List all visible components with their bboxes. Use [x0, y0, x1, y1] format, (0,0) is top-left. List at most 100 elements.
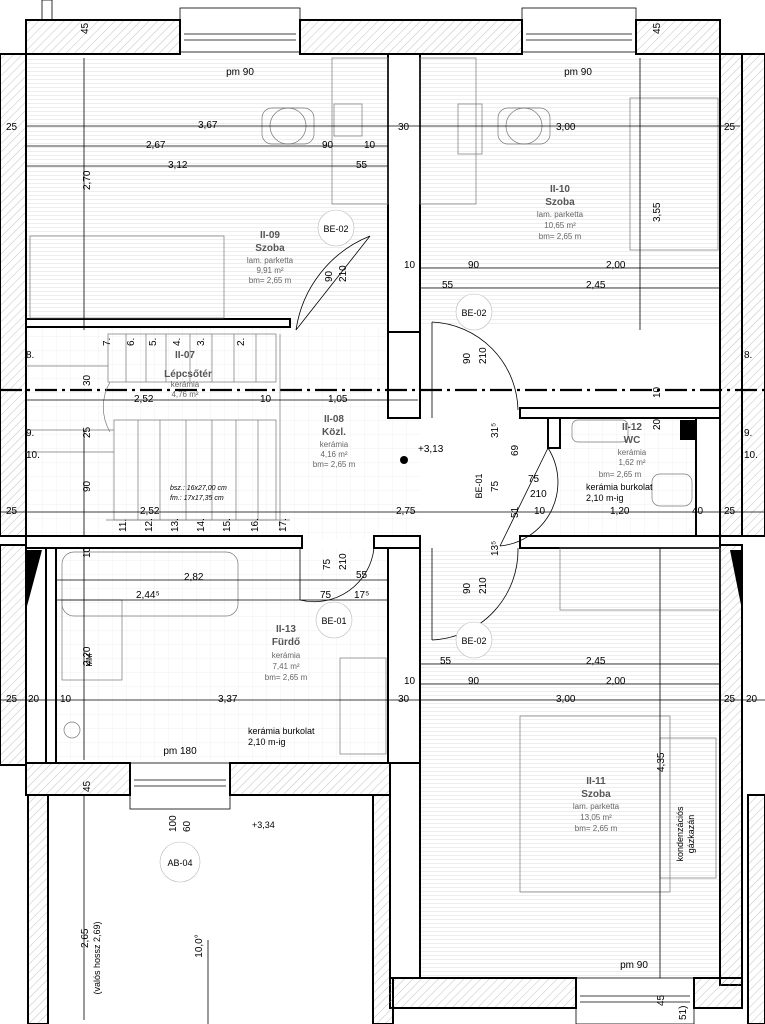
svg-text:75: 75: [528, 474, 540, 485]
svg-text:75: 75: [320, 590, 332, 601]
svg-text:10: 10: [404, 676, 416, 687]
wall-inner-v3: [389, 762, 421, 979]
svg-text:lam. parketta: lam. parketta: [247, 256, 294, 265]
wall-north-2: [299, 19, 523, 55]
svg-text:45: 45: [82, 780, 93, 792]
svg-text:3,55: 3,55: [652, 202, 663, 222]
svg-text:BE-02: BE-02: [323, 224, 348, 234]
svg-text:lam. parketta: lam. parketta: [573, 802, 620, 811]
svg-text:2,67: 2,67: [146, 140, 166, 151]
door-tag-ab04: AB-04: [159, 841, 201, 883]
room-label-II-08: II-08 Közl. kerámia 4,16 m² bm= 2,65 m: [313, 414, 356, 469]
svg-text:2,70: 2,70: [82, 170, 93, 190]
svg-text:90: 90: [324, 270, 335, 282]
bed-II-09: [29, 235, 225, 319]
window-label-3: pm 180: [163, 746, 197, 757]
room-floor-II-13: [56, 548, 388, 760]
wall-south-2: [229, 762, 391, 796]
wall-north-3: [635, 19, 721, 55]
svg-text:4.: 4.: [172, 338, 183, 346]
window-north-1: [179, 7, 301, 53]
stair-step-numbers: 7. 6. 5. 4. 3. 2. 8. 9. 10. 11. 12. 13. …: [26, 338, 758, 532]
sink-wc: [571, 419, 629, 443]
svg-text:25: 25: [724, 694, 736, 705]
svg-text:II-12: II-12: [622, 422, 642, 433]
svg-text:15.: 15.: [222, 518, 233, 532]
svg-text:3,00: 3,00: [556, 122, 576, 133]
bed-II-10: [629, 97, 719, 251]
door-II-10: [431, 321, 519, 418]
svg-text:25: 25: [724, 122, 736, 133]
door-II-11: [431, 547, 519, 641]
wall-inner-v1b: [387, 331, 421, 419]
room-label-II-11: II-11 Szoba lam. parketta 13,05 m² bm= 2…: [573, 776, 620, 833]
svg-text:55: 55: [356, 570, 368, 581]
svg-text:AB-04: AB-04: [167, 858, 192, 868]
wall-east-lower: [719, 544, 743, 986]
boiler-note-1: kondenzációs: [675, 806, 685, 862]
svg-text:2,44⁵: 2,44⁵: [136, 590, 160, 601]
wall-south-1: [25, 762, 131, 796]
window-label-2: pm 90: [564, 67, 592, 78]
room-floor-II-10: [420, 57, 720, 327]
wall-mid-1: [25, 535, 303, 549]
door-II-13: [299, 547, 375, 603]
svg-text:210: 210: [530, 489, 547, 500]
svg-text:2,00: 2,00: [606, 676, 626, 687]
svg-text:7,41 m²: 7,41 m²: [272, 662, 299, 671]
svg-text:bm= 2,65 m: bm= 2,65 m: [539, 232, 582, 241]
bath-tile-note-2: 2,10 m-ig: [248, 737, 286, 747]
svg-text:10: 10: [534, 506, 546, 517]
slope-angle: 10,0°: [194, 934, 205, 957]
toilet-wc: [651, 473, 693, 507]
svg-text:100: 100: [168, 815, 179, 832]
svg-text:2,65: 2,65: [80, 928, 91, 948]
svg-text:90: 90: [322, 140, 334, 151]
svg-text:30: 30: [398, 694, 410, 705]
svg-text:Szoba: Szoba: [545, 197, 575, 208]
svg-text:II-08: II-08: [324, 414, 344, 425]
window-north-2: [521, 7, 637, 53]
svg-text:75: 75: [490, 480, 501, 492]
svg-text:BE-01: BE-01: [321, 616, 346, 626]
svg-text:2,45: 2,45: [586, 280, 606, 291]
svg-text:4,16 m²: 4,16 m²: [320, 450, 347, 459]
svg-text:20: 20: [28, 694, 40, 705]
svg-text:bm= 2,65 m: bm= 2,65 m: [265, 673, 308, 682]
washer-label: MM: [85, 653, 94, 667]
svg-text:1,62 m²: 1,62 m²: [618, 458, 645, 467]
bathtub: [61, 551, 239, 617]
svg-text:kerámia: kerámia: [171, 380, 200, 389]
svg-text:BE-02: BE-02: [461, 636, 486, 646]
wall-inner-v1: [387, 53, 421, 333]
wall-bath-w: [45, 547, 57, 764]
window-south-bath: [129, 762, 231, 810]
stair-spec-2: fm.: 17x17,35 cm: [170, 495, 224, 502]
svg-text:II-07: II-07: [175, 350, 195, 361]
svg-text:30: 30: [82, 374, 93, 386]
svg-text:kerámia: kerámia: [272, 651, 301, 660]
wall-stair-top: [25, 318, 291, 328]
door-II-12: [499, 447, 559, 547]
svg-text:2,82: 2,82: [184, 572, 204, 583]
svg-text:bm= 2,65 m: bm= 2,65 m: [313, 460, 356, 469]
svg-text:7.: 7.: [102, 338, 113, 346]
svg-text:25: 25: [82, 426, 93, 438]
svg-text:bm= 2,65 m: bm= 2,65 m: [599, 470, 642, 479]
svg-text:1,05: 1,05: [328, 394, 348, 405]
column-e: [730, 550, 742, 610]
svg-text:90: 90: [82, 480, 93, 492]
door-II-09: [295, 235, 371, 331]
svg-text:II-13: II-13: [276, 624, 296, 635]
wc-tile-note-2: 2,10 m-ig: [586, 493, 624, 503]
room-label-II-09: II-09 Szoba lam. parketta 9,91 m² bm= 2,…: [247, 230, 294, 285]
room-label-II-12: II-12 WC kerámia 1,62 m² bm= 2,65 m: [599, 422, 647, 479]
wall-stub: [41, 0, 53, 21]
wall-north-1: [25, 19, 181, 55]
door-tag-be02-mid: BE-02: [455, 293, 493, 331]
svg-text:210: 210: [338, 553, 349, 570]
svg-text:55: 55: [440, 656, 452, 667]
svg-text:40: 40: [692, 506, 704, 517]
door-tag-be02-top: BE-02: [317, 209, 355, 247]
svg-text:Szoba: Szoba: [581, 789, 611, 800]
